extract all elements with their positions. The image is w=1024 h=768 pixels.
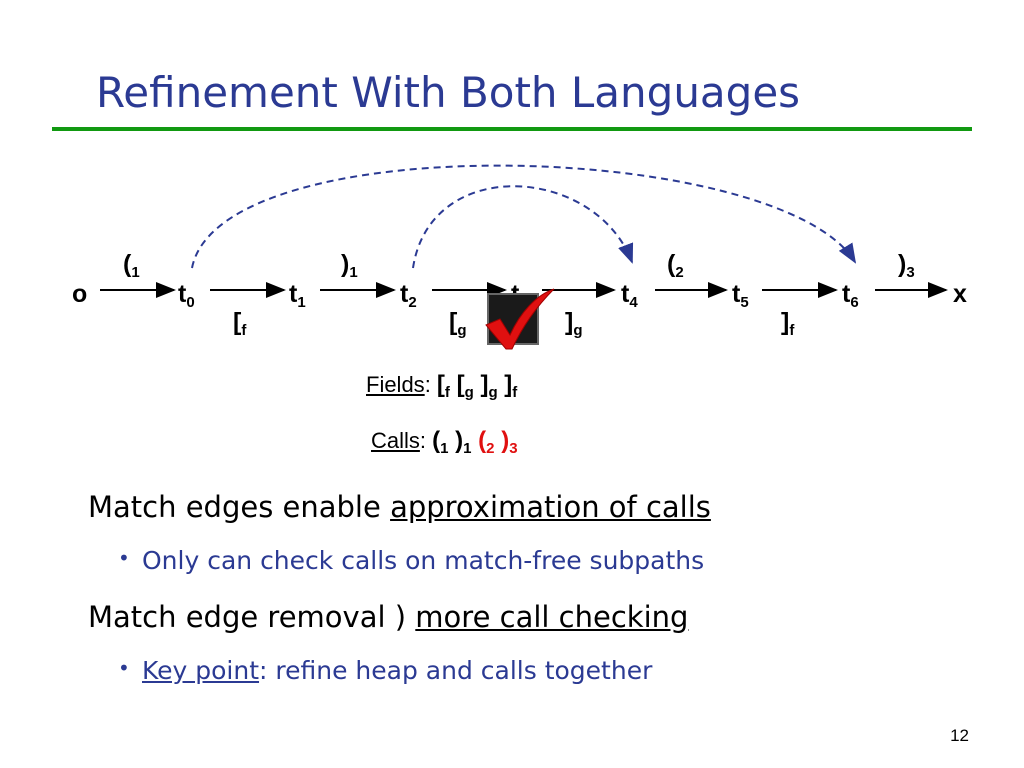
sequence-token: [g [456, 371, 474, 401]
bullet-1-link: approximation of calls [390, 490, 711, 524]
bullet-2: Match edge removal ) more call checking [88, 600, 688, 634]
bullet-2-text: Match edge removal ) [88, 600, 416, 634]
page-number: 12 [950, 726, 969, 745]
node-t2: t2 [400, 280, 417, 311]
edge-label-t3-t4: ]g [565, 308, 583, 339]
bullet-1-text: Match edges enable [88, 490, 391, 524]
slide-title: Refinement With Both Languages [96, 68, 801, 117]
node-o: o [72, 280, 88, 308]
sequence-token: ]f [504, 371, 518, 401]
bullet-2-sub-link: Key point [142, 656, 260, 685]
edge-label-t0-t1: [f [233, 308, 247, 339]
bullet-dot-icon: • [118, 546, 130, 570]
match-edge-t0-t6 [191, 164, 857, 269]
match-edge-t2-t4 [412, 185, 634, 269]
calls-line: Calls: (1 )1 (2 )3 [371, 427, 518, 457]
edge-label-t5-t6: ]f [781, 308, 795, 339]
sequence-token: ]g [480, 371, 498, 401]
node-t0: t0 [178, 280, 195, 311]
node-x: x [953, 280, 967, 308]
sequence-token: (1 [432, 427, 449, 457]
calls-tokens: (1 )1 (2 )3 [432, 427, 518, 457]
calls-label: Calls [371, 428, 420, 453]
checkmark-icon [485, 288, 555, 350]
sequence-token: [f [436, 371, 450, 401]
node-t5: t5 [732, 280, 749, 311]
edge-label-t4-t5: (2 [667, 250, 684, 281]
edge-label-t6-x: )3 [898, 250, 915, 281]
fields-tokens: [f [g ]g ]f [436, 371, 518, 401]
title-divider [52, 127, 972, 131]
bullet-2-sub-text: : refine heap and calls together [259, 656, 653, 685]
sequence-token: (2 [478, 427, 495, 457]
fields-line: Fields: [f [g ]g ]f [366, 371, 518, 401]
bullet-2-sub: • Key point: refine heap and calls toget… [118, 656, 653, 685]
bullet-1-sub-text: Only can check calls on match-free subpa… [142, 546, 705, 575]
bullet-1-sub: • Only can check calls on match-free sub… [118, 546, 705, 575]
fields-label: Fields [366, 372, 425, 397]
edge-label-t1-t2: )1 [341, 250, 358, 281]
bullet-dot-icon: • [118, 656, 130, 680]
edge-label-t2-t3: [g [449, 308, 467, 339]
sequence-token: )1 [455, 427, 472, 457]
sequence-token: )3 [501, 427, 518, 457]
edge-label-o-t0: (1 [123, 250, 140, 281]
node-t1: t1 [289, 280, 306, 311]
bullet-1: Match edges enable approximation of call… [88, 490, 711, 524]
node-t6: t6 [842, 280, 859, 311]
bullet-2-link: more call checking [415, 600, 689, 634]
node-t4: t4 [621, 280, 638, 311]
